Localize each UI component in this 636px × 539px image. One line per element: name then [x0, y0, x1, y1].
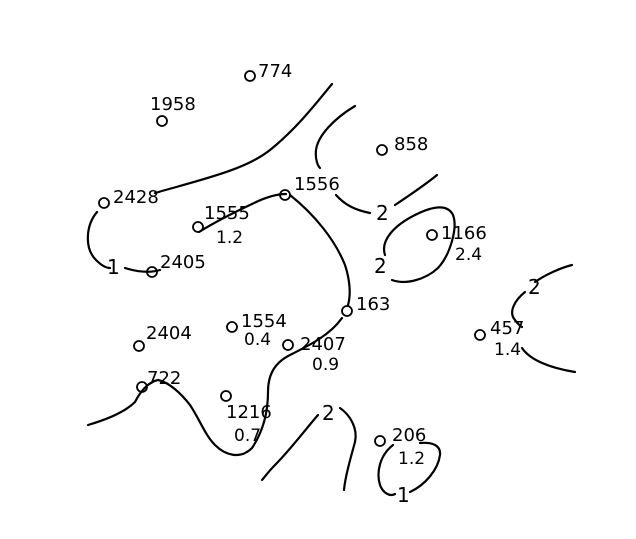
station-marker	[282, 339, 294, 351]
contour-line-2-arm	[393, 173, 439, 207]
station-label: 2405	[160, 252, 206, 273]
station-marker	[156, 115, 168, 127]
station-marker	[474, 329, 486, 341]
contour-line-1-upper	[153, 82, 334, 195]
station-marker	[226, 321, 238, 333]
contour-value-label: 1	[107, 255, 120, 279]
station-label: 722	[147, 368, 181, 389]
station-label: 1556	[294, 174, 340, 195]
station-value: 0.4	[244, 330, 271, 350]
station-marker	[136, 381, 148, 393]
station-value: 1.2	[216, 228, 243, 248]
station-marker	[133, 340, 145, 352]
contour-line-1-left	[86, 210, 112, 270]
station-label: 1216	[226, 402, 272, 423]
station-label: 2407	[300, 334, 346, 355]
station-marker	[426, 229, 438, 241]
station-label: 1166	[441, 223, 487, 244]
station-label: 2428	[113, 187, 159, 208]
contour-line-2-east-lower	[511, 290, 577, 374]
station-value: 0.7	[234, 426, 261, 446]
station-marker	[341, 305, 353, 317]
station-label: 1555	[204, 203, 250, 224]
station-marker	[376, 144, 388, 156]
contour-line-2-lower	[260, 413, 320, 482]
station-marker	[374, 435, 386, 447]
station-marker	[244, 70, 256, 82]
station-marker	[98, 197, 110, 209]
station-marker	[279, 189, 291, 201]
station-label: 774	[258, 61, 292, 82]
contour-line-1-mid	[197, 192, 288, 234]
contour-value-label: 2	[376, 201, 389, 225]
contour-value-label: 1	[397, 483, 410, 507]
station-label: 858	[394, 134, 428, 155]
contour-line-diag-lower	[86, 316, 344, 457]
station-value: 0.9	[312, 355, 339, 375]
contour-value-label: 2	[374, 254, 387, 278]
contour-line-2-lower-right	[338, 406, 357, 492]
station-label: 1554	[241, 311, 287, 332]
station-label: 457	[490, 318, 524, 339]
contour-line-diag	[288, 193, 351, 307]
station-label: 1958	[150, 94, 196, 115]
station-label: 206	[392, 425, 426, 446]
station-value: 1.4	[494, 340, 521, 360]
station-label: 2404	[146, 323, 192, 344]
station-marker	[220, 390, 232, 402]
contour-line-2-right	[334, 193, 372, 215]
station-marker	[146, 266, 158, 278]
contour-line-1-loop	[377, 441, 442, 497]
station-label: 163	[356, 294, 390, 315]
contour-line-2-east	[533, 263, 574, 284]
contour-line-2-loop	[382, 206, 456, 284]
contour-value-label: 2	[322, 401, 335, 425]
station-value: 1.2	[398, 449, 425, 469]
contour-line-2-upper	[314, 104, 357, 170]
contour-value-label: 2	[528, 275, 541, 299]
station-value: 2.4	[455, 245, 482, 265]
station-marker	[192, 221, 204, 233]
